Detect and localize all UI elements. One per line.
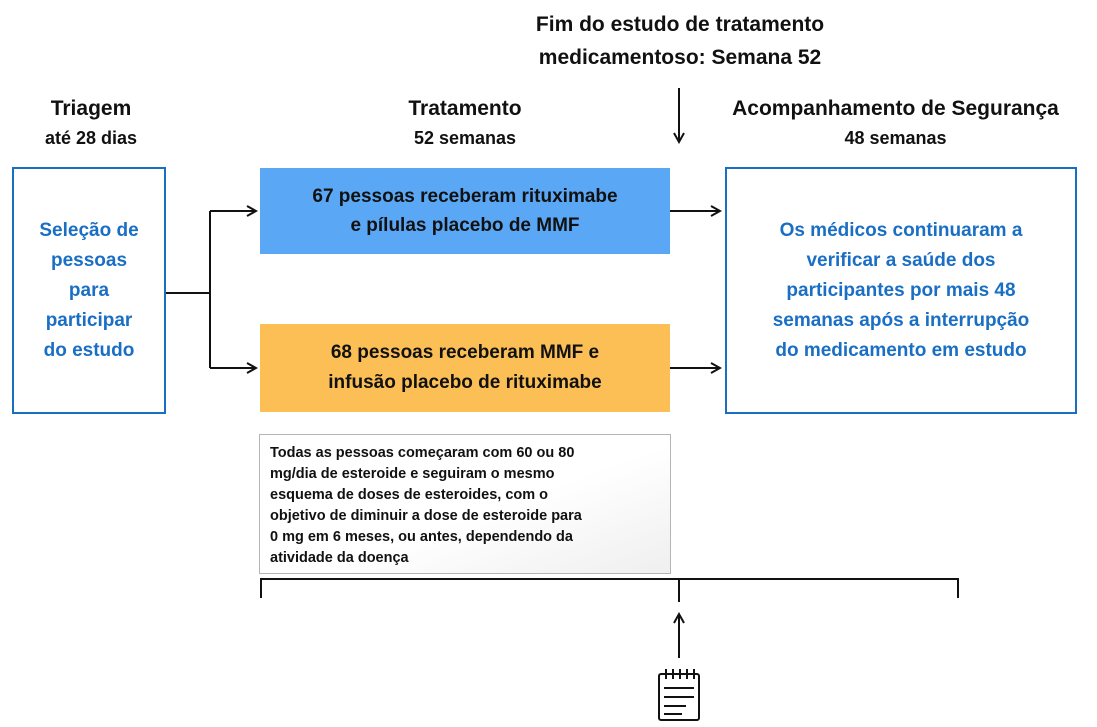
arm-mmf-box: 68 pessoas receberam MMF e infusão place…: [260, 324, 670, 412]
phase-header-followup: Acompanhamento de Segurança 48 semanas: [698, 94, 1093, 152]
note-line: atividade da doença: [270, 550, 409, 566]
box-line: do medicamento em estudo: [775, 339, 1027, 361]
phase-duration: até 28 dias: [44, 128, 138, 148]
box-line: verificar a saúde dos: [806, 249, 996, 271]
box-line: participar: [45, 309, 133, 331]
screening-box: Seleção de pessoas para participar do es…: [12, 167, 166, 414]
end-note-line: medicamentoso: Semana 52: [538, 46, 822, 69]
box-line: infusão placebo de rituximabe: [328, 372, 602, 393]
box-line: para: [68, 279, 110, 301]
box-line: do estudo: [43, 339, 135, 361]
steroid-regimen-note: Todas as pessoas começaram com 60 ou 80 …: [259, 434, 671, 574]
box-line: e pílulas placebo de MMF: [350, 215, 580, 236]
phase-duration: 52 semanas: [413, 128, 517, 148]
box-line: 67 pessoas receberam rituximabe: [312, 186, 618, 207]
phase-duration: 48 semanas: [844, 128, 947, 148]
end-of-treatment-note: Fim do estudo de tratamento medicamentos…: [470, 8, 890, 74]
document-icon: [658, 669, 700, 721]
arm-rituximab-box: 67 pessoas receberam rituximabe e pílula…: [260, 168, 670, 254]
box-line: participantes por mais 48: [786, 279, 1016, 301]
box-line: semanas após a interrupção: [772, 309, 1030, 331]
followup-box: Os médicos continuaram a verificar a saú…: [725, 167, 1077, 414]
bracket: [260, 578, 959, 598]
box-line: pessoas: [50, 249, 128, 271]
phase-title: Tratamento: [408, 97, 522, 120]
phase-title: Triagem: [50, 97, 132, 120]
phase-header-treatment: Tratamento 52 semanas: [330, 94, 600, 152]
box-line: Os médicos continuaram a: [779, 219, 1023, 241]
phase-header-screening: Triagem até 28 dias: [6, 94, 176, 152]
end-note-line: Fim do estudo de tratamento: [535, 13, 825, 36]
box-line: Seleção de: [39, 219, 139, 241]
note-line: esquema de doses de esteroides, com o: [270, 487, 549, 503]
note-line: mg/dia de esteroide e seguiram o mesmo: [270, 466, 555, 482]
note-line: 0 mg em 6 meses, ou antes, dependendo da: [270, 529, 573, 545]
box-line: 68 pessoas receberam MMF e: [330, 342, 600, 363]
phase-title: Acompanhamento de Segurança: [732, 97, 1059, 120]
note-line: Todas as pessoas começaram com 60 ou 80: [270, 445, 575, 461]
note-line: objetivo de diminuir a dose de esteroide…: [270, 508, 582, 524]
